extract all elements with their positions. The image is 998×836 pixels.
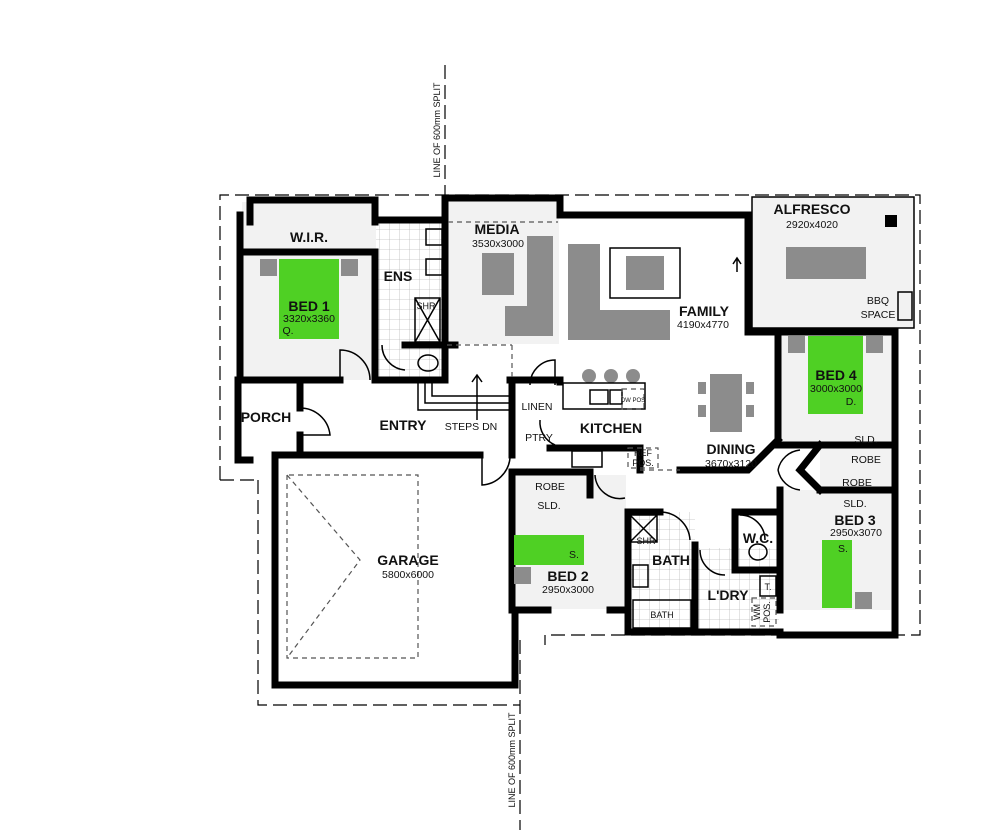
rooms-kitchen-ref2: POS. bbox=[632, 458, 654, 468]
site-boundary bbox=[219, 194, 921, 706]
rooms-entry-steps: STEPS DN bbox=[445, 421, 498, 433]
rooms-bath-tub: BATH bbox=[650, 610, 673, 620]
rooms-bed3-sld: SLD. bbox=[843, 498, 866, 510]
wc-label: W.C. bbox=[743, 530, 773, 546]
ens-label: ENS bbox=[384, 268, 413, 284]
rooms-ldry-wm1: WM bbox=[752, 604, 762, 620]
garage-car-outline bbox=[286, 474, 419, 659]
rooms-bed4-bed: D. bbox=[846, 396, 857, 408]
rooms-bbq-line2: SPACE bbox=[861, 309, 896, 321]
rooms-ens-shower: SHR bbox=[416, 301, 436, 311]
rooms-bed1-bed: Q. bbox=[282, 325, 293, 337]
rooms-ldry-wm2: POS. bbox=[762, 601, 772, 623]
split-line-top: LINE OF 600mm SPLIT bbox=[432, 65, 446, 200]
bed1-label: BED 1 bbox=[288, 298, 329, 314]
alfresco-label: ALFRESCO bbox=[774, 201, 851, 217]
kitchen-label: KITCHEN bbox=[580, 420, 642, 436]
rooms-alfresco-size: 2920x4020 bbox=[786, 219, 838, 231]
rooms-bbq-line1: BBQ bbox=[867, 295, 889, 307]
steps bbox=[417, 373, 510, 420]
ldry-label: L'DRY bbox=[708, 587, 750, 603]
rooms-bed3-bed: S. bbox=[838, 543, 848, 555]
split-line-top: LINE OF 600mm SPLIT bbox=[432, 82, 442, 178]
media-label: MEDIA bbox=[474, 221, 519, 237]
dining-label: DINING bbox=[707, 441, 756, 457]
rooms-bed1-size: 3320x3360 bbox=[283, 313, 335, 325]
media-opening bbox=[447, 221, 558, 380]
family-label: FAMILY bbox=[679, 303, 730, 319]
rooms-bed2-bed: S. bbox=[569, 549, 579, 561]
rooms-media-size: 3530x3000 bbox=[472, 238, 524, 250]
entry-label: ENTRY bbox=[380, 417, 428, 433]
garage-label: GARAGE bbox=[377, 552, 438, 568]
ptry-label: PTRY bbox=[525, 432, 553, 444]
rooms-bed4-size: 3000x3000 bbox=[810, 383, 862, 395]
wir-label: W.I.R. bbox=[290, 229, 328, 245]
column bbox=[885, 215, 897, 227]
walls bbox=[234, 194, 899, 689]
porch-label: PORCH bbox=[241, 409, 292, 425]
bath-label: BATH bbox=[652, 552, 690, 568]
bed3-label: BED 3 bbox=[834, 512, 875, 528]
rooms-bath-shower: SHR bbox=[636, 536, 656, 546]
bed2-label: BED 2 bbox=[547, 568, 588, 584]
rooms-garage-size: 5800x6000 bbox=[382, 569, 434, 581]
rooms-dining-size: 3670x3120 bbox=[705, 458, 757, 470]
rooms-family-size: 4190x4770 bbox=[677, 319, 729, 331]
rooms-bed2-sld: SLD. bbox=[537, 500, 560, 512]
robe-label: ROBE bbox=[851, 454, 881, 466]
rooms-kitchen-ref1: REF bbox=[634, 448, 653, 458]
rooms-ldry-tub: T. bbox=[764, 582, 771, 592]
rooms-kitchen-dw: DW POS bbox=[621, 398, 645, 404]
robe-label: ROBE bbox=[535, 481, 565, 493]
rooms-bed3-size: 2950x3070 bbox=[830, 527, 882, 539]
furniture bbox=[260, 228, 913, 629]
bed4-label: BED 4 bbox=[815, 367, 856, 383]
robe-label: ROBE bbox=[842, 477, 872, 489]
linen-label: LINEN bbox=[522, 401, 553, 413]
alfresco-outline bbox=[751, 196, 915, 329]
rooms-bed2-size: 2950x3000 bbox=[542, 584, 594, 596]
split-line-bottom: LINE OF 600mm SPLIT bbox=[507, 640, 521, 830]
room-labels: ALFRESCO 2920x4020 BBQ SPACE W.I.R. BED … bbox=[241, 201, 896, 623]
door-swings bbox=[299, 344, 801, 576]
rooms-bed4-sld: SLD. bbox=[854, 434, 877, 446]
split-line-bottom: LINE OF 600mm SPLIT bbox=[507, 712, 517, 808]
